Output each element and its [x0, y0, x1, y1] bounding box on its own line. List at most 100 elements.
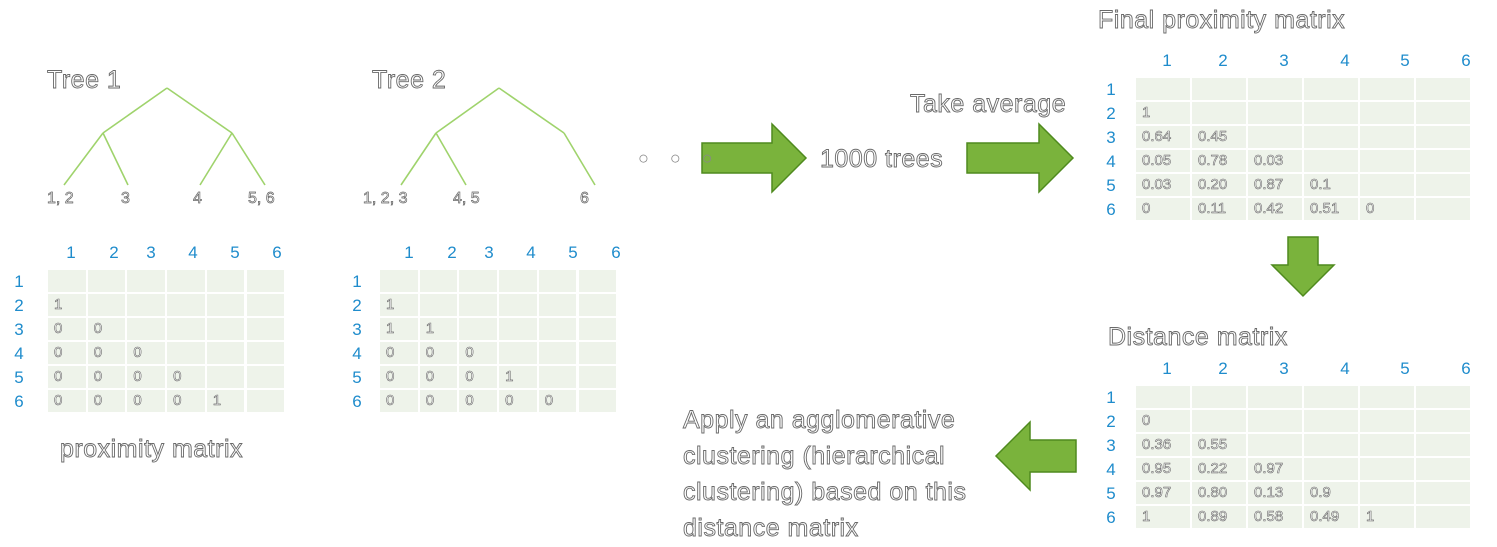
matrix-column-header: 4	[188, 243, 198, 262]
tree2-branches	[400, 87, 596, 186]
matrix-cell	[246, 342, 285, 364]
matrix-cell	[578, 390, 617, 412]
matrix-cell	[459, 294, 498, 316]
matrix-cell	[167, 318, 205, 340]
matrix-column-header: 6	[1461, 51, 1471, 70]
matrix-cell	[1304, 458, 1358, 480]
matrix-column-header: 3	[1279, 359, 1289, 378]
matrix-cell	[1304, 126, 1358, 148]
matrix-cell	[1416, 150, 1470, 172]
matrix-cell	[538, 318, 577, 340]
tree1-leaf: 4	[193, 190, 203, 208]
matrix-cell	[167, 294, 205, 316]
matrix-cell	[578, 294, 617, 316]
proximity-matrix-caption: proximity matrix	[60, 435, 244, 464]
matrix-row-header: 5	[14, 368, 24, 387]
matrix-cell: 0.20	[1192, 174, 1246, 196]
matrix-cell: 1	[48, 294, 86, 316]
matrix-cell: 0.11	[1192, 198, 1246, 220]
matrix-cell	[578, 366, 617, 388]
matrix-cell	[1304, 102, 1358, 124]
matrix-column-header: 5	[1400, 359, 1410, 378]
matrix-cell: 0.64	[1136, 126, 1190, 148]
matrix-column-header: 5	[1400, 51, 1410, 70]
matrix-cell	[538, 270, 577, 292]
matrix-cell: 0	[459, 366, 498, 388]
matrix-cell: 0.03	[1248, 150, 1302, 172]
matrix-cell	[1416, 458, 1470, 480]
matrix-cell: 0.13	[1248, 482, 1302, 504]
matrix-column-header: 6	[1461, 359, 1471, 378]
clustering-caption: Apply an agglomerative clustering (hiera…	[683, 406, 967, 543]
matrix-cell	[419, 270, 458, 292]
tree2-leaf: 4, 5	[453, 190, 480, 208]
matrix-cell: 0	[87, 366, 126, 388]
matrix-cell: 0	[419, 390, 458, 412]
matrix-cell	[1136, 78, 1190, 100]
ellipsis: ○ ○ ○	[638, 148, 721, 168]
arrow-left	[994, 420, 1077, 492]
matrix-row-header: 6	[352, 392, 362, 411]
matrix-column-header: 2	[1218, 51, 1228, 70]
matrix-cell	[167, 342, 205, 364]
matrix-column-header: 3	[1279, 51, 1289, 70]
matrix-row-header: 5	[1106, 176, 1116, 195]
matrix-cell: 0.97	[1248, 458, 1302, 480]
matrix-cell	[206, 342, 245, 364]
matrix-row-header: 1	[1106, 80, 1116, 99]
matrix-cell	[1248, 434, 1302, 456]
matrix-cell	[206, 270, 245, 292]
matrix-cell	[1360, 102, 1414, 124]
matrix-row-header: 3	[1106, 128, 1116, 147]
matrix-cell: 1	[1136, 102, 1190, 124]
matrix-row-header: 3	[1106, 436, 1116, 455]
matrix-cell	[419, 294, 458, 316]
matrix-cell	[246, 318, 285, 340]
matrix-cell	[127, 294, 166, 316]
matrix-cell	[1248, 102, 1302, 124]
matrix-cell	[1360, 174, 1414, 196]
final-matrix-title: Final proximity matrix	[1098, 6, 1346, 35]
matrix-cell: 0.58	[1248, 506, 1302, 528]
tree1-leaf: 5, 6	[248, 190, 275, 208]
matrix-cell	[1416, 174, 1470, 196]
matrix-cell	[1192, 410, 1246, 432]
matrix-cell	[1304, 150, 1358, 172]
matrix-cell: 0	[380, 366, 418, 388]
matrix-cell: 0.49	[1304, 506, 1358, 528]
matrix-cell	[538, 342, 577, 364]
matrix-cell	[459, 270, 498, 292]
matrix-cell	[1416, 78, 1470, 100]
arrow-down	[1270, 236, 1336, 298]
matrix-cell: 0	[48, 390, 86, 412]
matrix-row-header: 3	[14, 320, 24, 339]
matrix-cell	[499, 342, 537, 364]
matrix-cell: 0	[459, 390, 498, 412]
matrix-column-header: 3	[484, 243, 494, 262]
matrix-column-header: 1	[1162, 51, 1172, 70]
matrix-cell: 0.03	[1136, 174, 1190, 196]
matrix-cell	[1192, 78, 1246, 100]
matrix-cell	[1360, 386, 1414, 408]
matrix-column-header: 2	[447, 243, 457, 262]
tree1-leaf: 1, 2	[47, 190, 74, 208]
matrix-column-header: 4	[1340, 51, 1350, 70]
matrix-cell	[1416, 482, 1470, 504]
matrix-column-header: 4	[526, 243, 536, 262]
matrix-cell: 0.97	[1136, 482, 1190, 504]
matrix-cell: 0	[48, 342, 86, 364]
tree1-title: Tree 1	[47, 66, 122, 95]
matrix-cell	[499, 318, 537, 340]
matrix-cell: 0	[167, 366, 205, 388]
matrix-column-header: 1	[1162, 359, 1172, 378]
matrix-cell: 0	[380, 390, 418, 412]
matrix-cell: 1	[380, 318, 418, 340]
distance-matrix-title: Distance matrix	[1108, 323, 1288, 352]
matrix-cell: 0.78	[1192, 150, 1246, 172]
matrix-cell	[1360, 78, 1414, 100]
matrix-cell	[1304, 78, 1358, 100]
matrix-cell	[87, 270, 126, 292]
matrix-cell: 0.51	[1304, 198, 1358, 220]
matrix-row-header: 5	[1106, 484, 1116, 503]
